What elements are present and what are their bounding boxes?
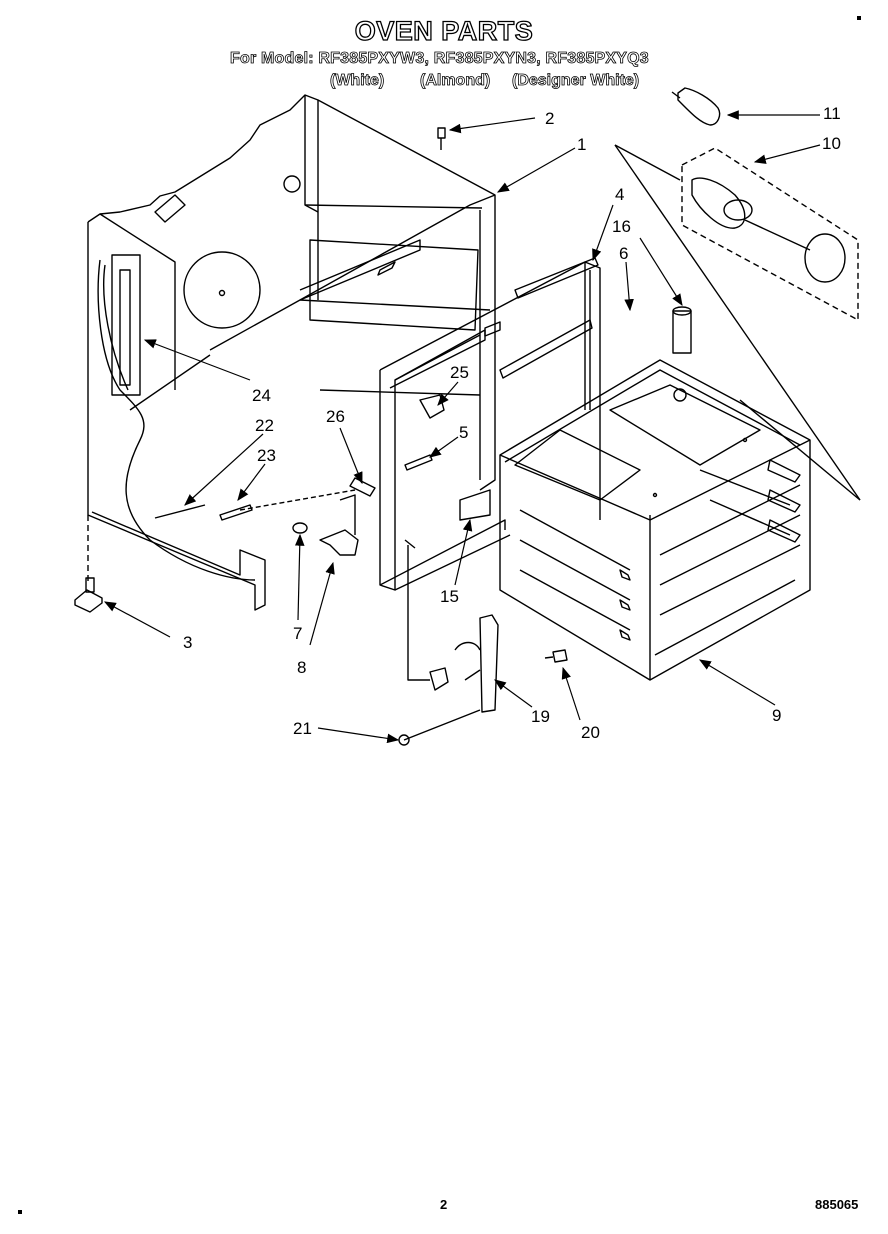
callout-5: 5	[459, 423, 468, 442]
bolts	[404, 394, 445, 471]
color-variant-white: (White)	[330, 72, 385, 90]
callout-15: 15	[440, 587, 459, 606]
oven-front-frame	[379, 257, 601, 591]
latch-assembly	[407, 545, 499, 713]
model-numbers: For Model: RF385PXYW3, RF385PXYN3, RF385…	[230, 50, 650, 68]
callout-23: 23	[257, 446, 276, 465]
document-code: 885065	[815, 1197, 859, 1212]
callout-20: 20	[581, 723, 600, 742]
knob-post	[672, 306, 692, 354]
color-variant-almond: (Almond)	[420, 72, 491, 90]
callout-25: 25	[450, 363, 469, 382]
callout-1: 1	[577, 135, 586, 154]
sensor-and-wire	[154, 477, 376, 521]
callout-21: 21	[293, 719, 312, 738]
corner-mark-top-right	[857, 16, 861, 20]
latch-screw	[544, 649, 568, 663]
light-socket-assembly	[681, 147, 859, 321]
screw	[437, 127, 446, 150]
callout-22: 22	[255, 416, 274, 435]
corner-mark-bottom-left	[18, 1210, 22, 1214]
leveling-leg	[74, 577, 103, 613]
oven-chassis	[87, 94, 501, 611]
callout-labels: 2 1 4 16 6 10 11 24 22 23 26 25 5 7 8 3 …	[183, 104, 841, 742]
callout-11: 11	[823, 104, 841, 123]
callout-16: 16	[612, 217, 631, 236]
callout-7: 7	[293, 624, 302, 643]
callout-26: 26	[326, 407, 345, 426]
callout-9: 9	[772, 706, 781, 725]
page-number: 2	[440, 1197, 448, 1212]
callout-2: 2	[545, 109, 554, 128]
color-variant-designer-white: (Designer White)	[512, 72, 640, 90]
callout-3: 3	[183, 633, 192, 652]
oven-rack	[499, 359, 811, 681]
guide-lines	[87, 144, 861, 585]
callout-8: 8	[297, 658, 306, 677]
latch-bracket	[292, 494, 359, 556]
callout-10: 10	[822, 134, 841, 153]
page-title: OVEN PARTS	[354, 15, 534, 46]
callout-24: 24	[252, 386, 271, 405]
light-bulb	[671, 87, 721, 126]
callout-4: 4	[615, 185, 624, 204]
latch-nut	[398, 709, 481, 746]
callout-6: 6	[619, 244, 628, 263]
callout-19: 19	[531, 707, 550, 726]
